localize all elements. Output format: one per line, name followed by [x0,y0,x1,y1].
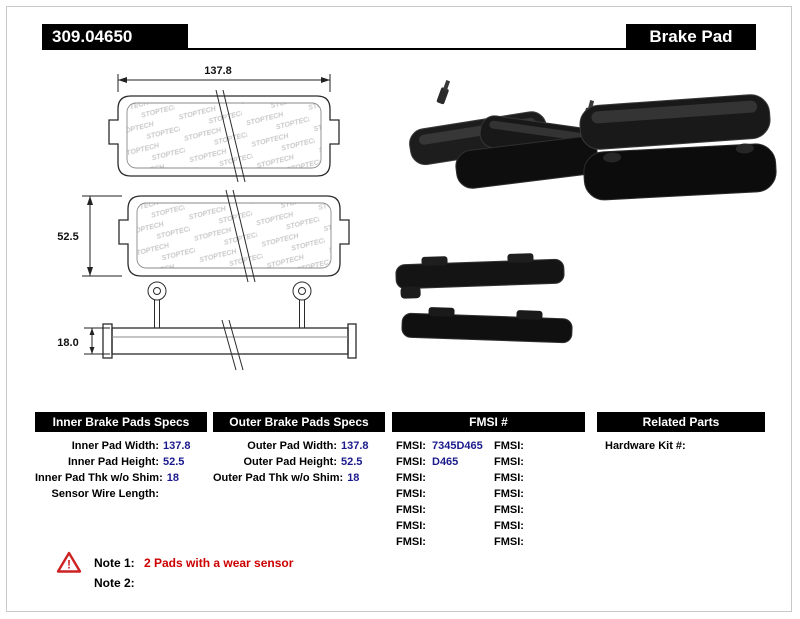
part-number-box: 309.04650 [42,24,188,50]
spec-label: Inner Pad Width: [71,440,159,452]
dim-height: 52.5 [57,195,122,277]
outer-specs-title: Outer Brake Pads Specs [229,415,369,429]
fmsi-title: FMSI # [469,415,508,429]
spec-value: 52.5 [341,456,363,468]
fmsi-header: FMSI # [392,412,585,432]
outer-specs-table: Outer Pad Width: 137.8 Outer Pad Height:… [213,438,385,486]
pad-front-view-1 [108,89,340,183]
photo-pad-edge-1 [395,253,565,299]
spec-value: 52.5 [163,456,185,468]
spec-value: 18 [166,472,179,484]
photo-pad-4 [583,143,777,201]
fmsi-table: FMSI: 7345D465 FMSI: FMSI: D465 FMSI: FM… [392,438,585,550]
photo-sensor-pin-1 [436,80,451,105]
spec-label: Inner Pad Height: [67,456,159,468]
table-row: FMSI: FMSI: [392,470,585,486]
spec-label: Outer Pad Width: [247,440,337,452]
header-rule [42,48,756,50]
fmsi-label: FMSI: [494,456,524,468]
technical-drawing: STOPTECH STOPTECH 137.8 [57,65,357,371]
spec-label: Outer Pad Height: [243,456,337,468]
table-row: Hardware Kit #: [597,438,765,454]
fmsi-label: FMSI: [396,536,426,548]
inner-specs-table: Inner Pad Width: 137.8 Inner Pad Height:… [35,438,207,502]
related-parts-title: Related Parts [642,415,720,429]
table-row: FMSI: FMSI: [392,486,585,502]
product-photo [395,80,777,344]
spec-value: 137.8 [341,440,369,452]
fmsi-label: FMSI: [494,488,524,500]
table-row: FMSI: D465 FMSI: [392,454,585,470]
related-parts-header: Related Parts [597,412,765,432]
pad-front-view-2 [118,189,350,283]
warning-glyph: ! [67,558,71,572]
dim-thickness: 18.0 [57,327,110,355]
fmsi-label: FMSI: [396,456,426,468]
wear-sensor-left [147,281,167,329]
table-row: FMSI: 7345D465 FMSI: [392,438,585,454]
product-title-box: Brake Pad [626,24,756,50]
fmsi-value: 7345D465 [432,440,483,452]
note1-label: Note 1: [94,556,135,570]
product-title: Brake Pad [649,27,733,46]
photo-pad-3 [579,94,771,150]
table-row: FMSI: FMSI: [392,502,585,518]
table-row: FMSI: FMSI: [392,518,585,534]
table-row: Outer Pad Width: 137.8 [213,438,385,454]
part-number: 309.04650 [52,27,133,46]
page-border [6,6,792,612]
photo-pad-edge-2 [401,307,573,344]
dim-width-label: 137.8 [204,65,232,77]
wear-sensor-right [292,281,312,329]
inner-specs-title: Inner Brake Pads Specs [52,415,190,429]
fmsi-label: FMSI: [494,520,524,532]
dim-height-label: 52.5 [57,231,78,243]
fmsi-label: FMSI: [396,472,426,484]
spec-value: 137.8 [163,440,191,452]
outer-specs-header: Outer Brake Pads Specs [213,412,385,432]
fmsi-label: FMSI: [396,504,426,516]
fmsi-label: FMSI: [494,536,524,548]
related-label: Hardware Kit #: [605,440,686,452]
dim-thickness-label: 18.0 [57,337,78,349]
table-row: FMSI: FMSI: [392,534,585,550]
spec-label: Outer Pad Thk w/o Shim: [213,472,344,484]
related-parts-table: Hardware Kit #: [597,438,765,454]
table-row: Inner Pad Height: 52.5 [35,454,207,470]
fmsi-label: FMSI: [494,472,524,484]
fmsi-label: FMSI: [494,504,524,516]
fmsi-value: D465 [432,456,459,468]
fmsi-label: FMSI: [494,440,524,452]
table-row: Inner Pad Width: 137.8 [35,438,207,454]
table-row: Inner Pad Thk w/o Shim: 18 [35,470,207,486]
fmsi-label: FMSI: [396,440,426,452]
dim-width: 137.8 [117,65,331,92]
warning-icon: ! [56,551,82,573]
note2-label: Note 2: [94,576,135,590]
spec-value: 18 [347,472,360,484]
note1-text: 2 Pads with a wear sensor [144,556,294,570]
spec-label: Sensor Wire Length: [51,488,159,500]
inner-specs-header: Inner Brake Pads Specs [35,412,207,432]
pad-side-view [102,281,357,371]
table-row: Outer Pad Thk w/o Shim: 18 [213,470,385,486]
table-row: Sensor Wire Length: [35,486,207,502]
fmsi-label: FMSI: [396,520,426,532]
spec-label: Inner Pad Thk w/o Shim: [35,472,163,484]
table-row: Outer Pad Height: 52.5 [213,454,385,470]
fmsi-label: FMSI: [396,488,426,500]
